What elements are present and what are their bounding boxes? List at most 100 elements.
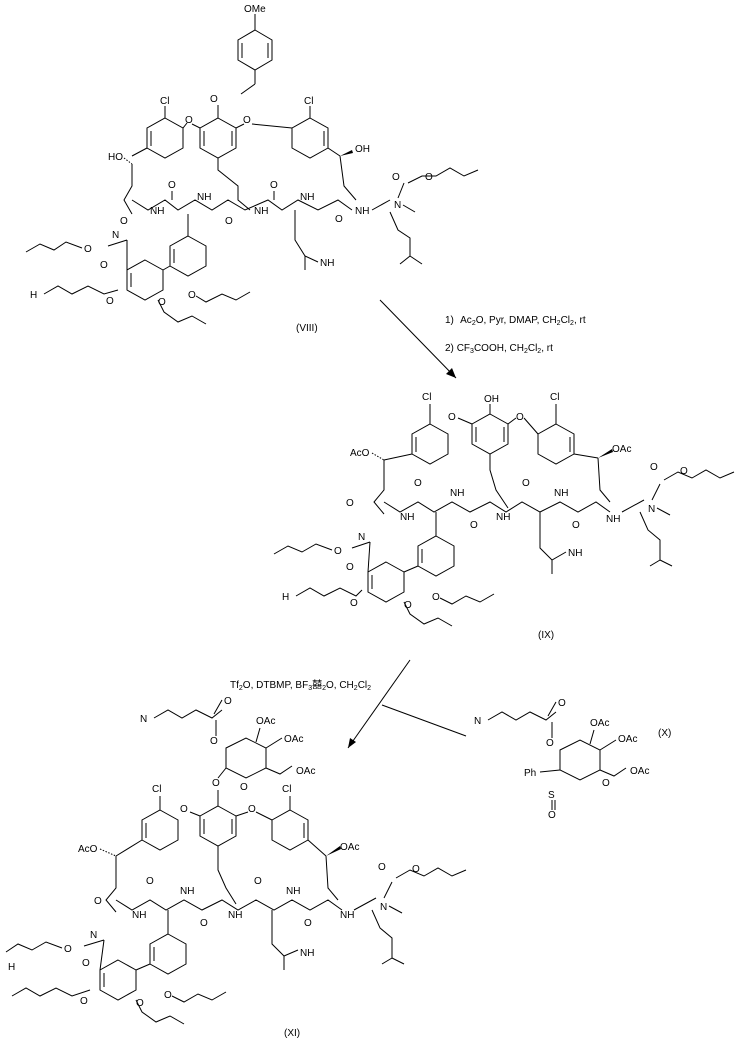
o-ester: O [84,244,92,255]
o-allyl-1: O [106,296,114,307]
ph-x: Ph [524,768,536,779]
o-xi-ring: O [240,782,248,793]
arrow-step-1 [379,299,457,379]
o-amide-2: O [270,180,278,191]
oac-x-2: OAc [618,734,637,745]
o-xi-carb2: O [412,864,420,875]
compound-viii: OMe O O O Cl Cl H O OH [25,4,479,334]
n-methyl: N [394,200,401,211]
o-ix-amide-0: O [346,498,354,509]
o-ix-amide-3: O [572,520,580,531]
o-xi-carb: O [378,862,386,873]
o-xi-allyl-2: O [136,998,144,1009]
conditions-step-1: 1) Ac2O, Pyr, DMAP, CH2Cl2, rt 2) CF3COO… [445,315,586,355]
step2-line: Tf2O, DTBMP, BF3囍2O, CH2Cl2 [230,678,371,692]
o-xi-ester: O [210,736,218,747]
h2c-ix: H [282,592,289,603]
cl-ix-left: Cl [422,392,431,403]
nh2-ix: NH [568,548,582,559]
o-ix-amide-2: O [522,478,530,489]
nh-ix-5: NH [606,514,620,525]
nh-4: NH [300,192,314,203]
o-amide-1: O [168,180,176,191]
o-ether-top: O [210,94,218,105]
o-ix-left: O [448,412,456,423]
nh-3: NH [254,206,268,217]
o-xi-amide-2: O [254,876,262,887]
o-xi-carbonyl: O [224,696,232,707]
h2c-xi: H [8,962,15,973]
o-amide-3: O [335,214,343,225]
o-allyl-2: O [158,297,166,308]
o-ix-allyl-3: O [432,592,440,603]
o-xi-right: O [248,804,256,815]
oac-x-1: OAc [590,718,609,729]
oh-right: OH [355,144,370,155]
ome-label: OMe [244,4,266,15]
carbamate-o-ester: O [425,172,433,183]
nh-xi-2: NH [180,886,194,897]
o-x-ester: O [546,738,554,749]
o-xi-ester2: O [64,944,72,955]
o-x-ring: O [602,778,610,789]
conditions-step-2: Tf2O, DTBMP, BF3囍2O, CH2Cl2 [230,678,371,692]
label-xi: (XI) [284,1028,300,1039]
nh-5: NH [355,206,369,217]
compound-ix: OH O O Cl Cl AcO OAc NH NH NH NH NH O O [273,392,735,641]
nh-2: NH [197,192,211,203]
label-ix: (IX) [538,630,554,641]
o-ix-allyl-1: O [350,598,358,609]
nh-ix-2: NH [450,488,464,499]
n3-xi: N [140,714,147,725]
cl-xi-left: Cl [152,784,161,795]
nh-1: NH [150,206,164,217]
nh-xi-3: NH [228,910,242,921]
o-x-sulfoxide: O [548,810,556,821]
o-carbonyl: O [100,260,108,271]
n-xi: N [380,902,387,913]
label-viii: (VIII) [296,323,318,334]
o-ix-carb: O [650,462,658,473]
o-xi-amide-3: O [304,918,312,929]
o-ix-amide-1: O [414,478,422,489]
nh-ix-1: NH [400,512,414,523]
o-amide-0: O [120,216,128,227]
o-xi-amide-1: O [146,876,154,887]
oac-ix: OAc [612,444,631,455]
o-amide-4: O [225,216,233,227]
nh-xi-6: N [90,930,97,941]
o-allyl-3: O [188,290,196,301]
o-ix-right: O [516,412,524,423]
compound-x: N O O OAc OAc O OAc Ph S O (X) [474,698,671,821]
o-xi-carbonyl2: O [82,958,90,969]
o-xi-left: O [180,804,188,815]
oh-top: OH [484,394,499,405]
o-xi-glycoside: O [212,778,220,789]
nh-6: N [112,230,119,241]
o-ix-amide-4: O [470,520,478,531]
oac-xi-2: OAc [284,734,303,745]
o-ix-carb2: O [680,466,688,477]
cl-right: Cl [304,96,313,107]
o-x-carbonyl: O [558,698,566,709]
aco-xi: AcO [78,844,98,855]
o-left-ether: O [185,115,193,126]
oac-xi: OAc [340,842,359,853]
oac-xi-1: OAc [256,716,275,727]
nh-ix-4: NH [554,488,568,499]
s-x: S [548,790,555,801]
step1-line1: 1) Ac2O, Pyr, DMAP, CH2Cl2, rt [445,315,586,327]
o-ix-carbonyl: O [346,562,354,573]
nh-xi-4: NH [286,886,300,897]
h2c-left: H [30,290,37,301]
nh-ix-3: NH [496,512,510,523]
o-xi-allyl-3: O [164,990,172,1001]
o-ix-ester: O [334,546,342,557]
label-x: (X) [658,728,671,739]
cl-ix-right: Cl [550,392,559,403]
o-xi-allyl-1: O [80,996,88,1007]
arrow-step-2 [347,659,467,749]
cl-left: Cl [160,96,169,107]
cl-xi-right: Cl [282,784,291,795]
